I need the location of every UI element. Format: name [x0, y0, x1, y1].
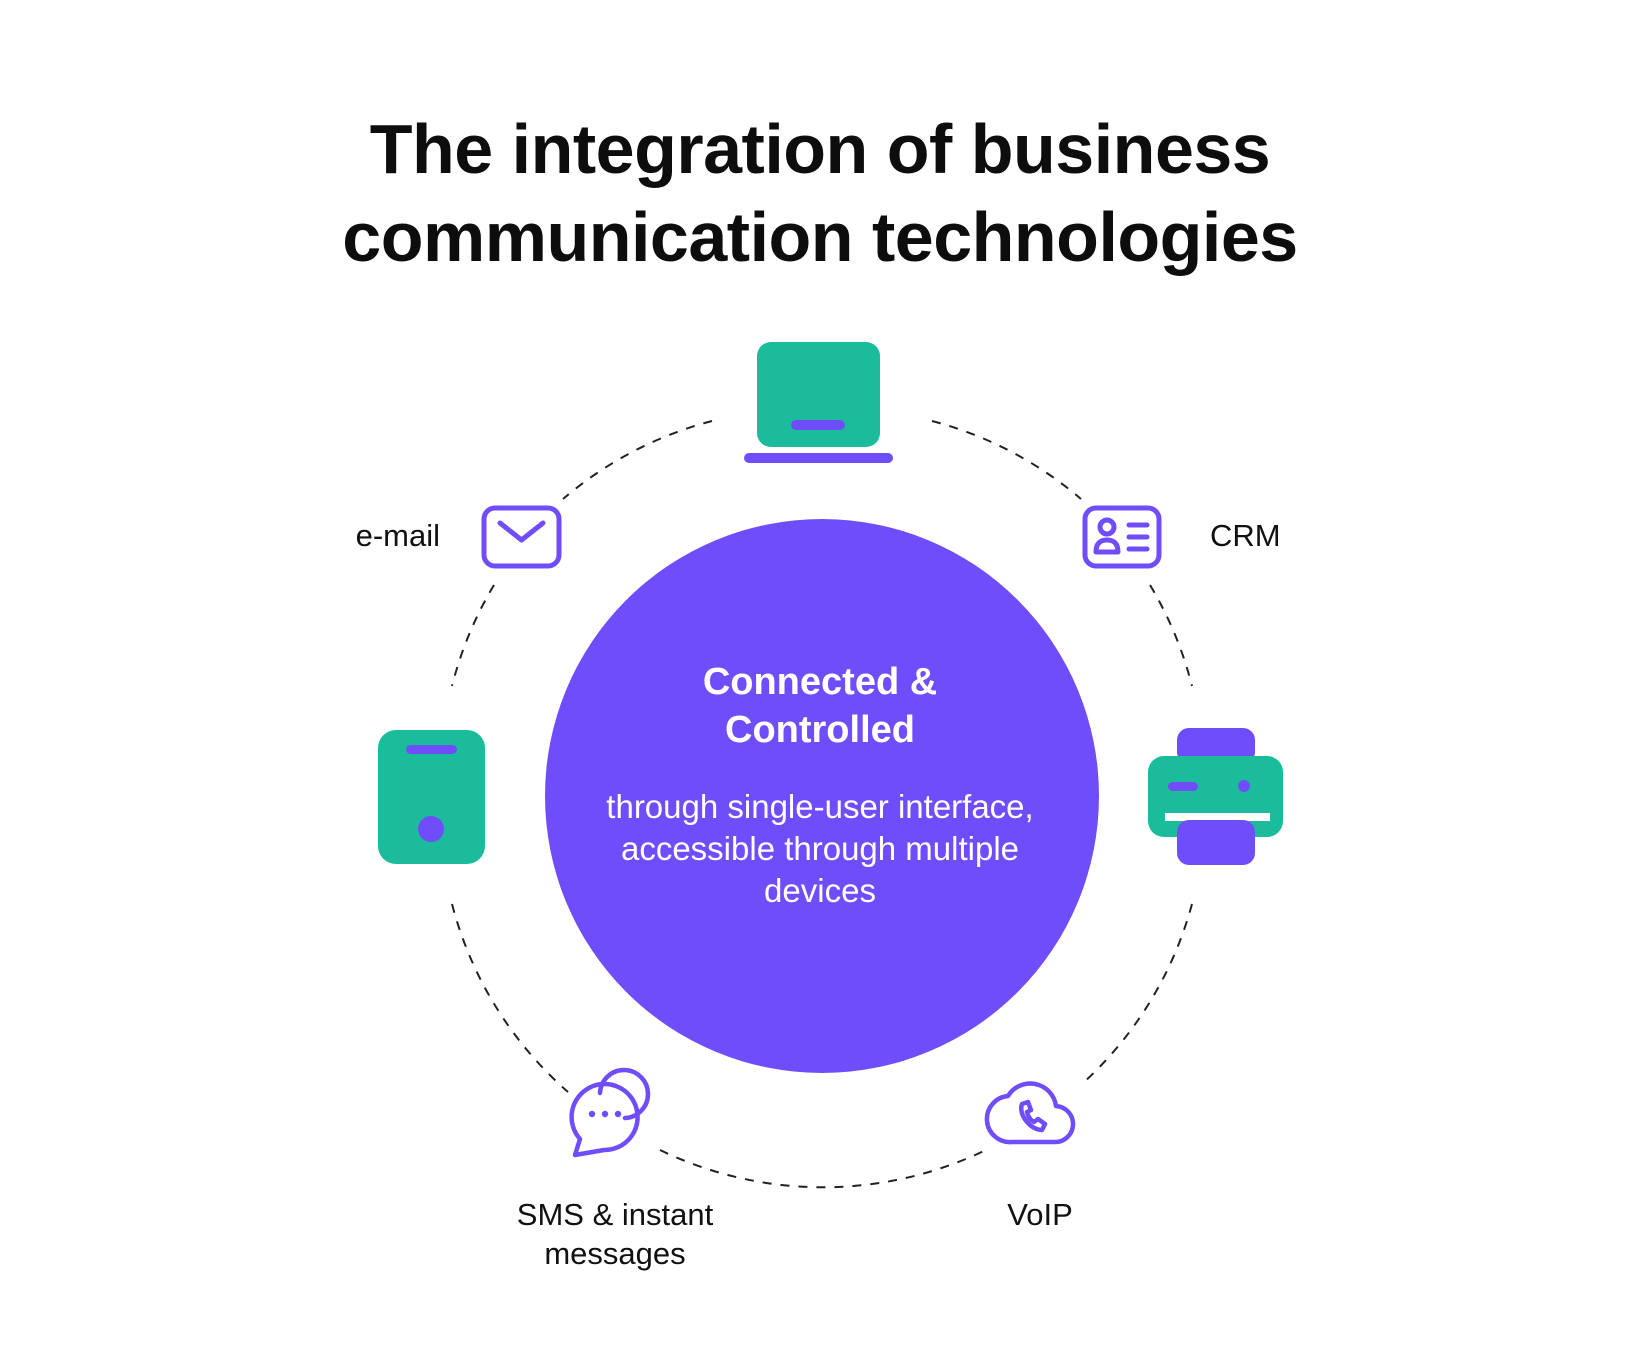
page-title: The integration of business communicatio… — [0, 105, 1640, 281]
label-email: e-mail — [355, 518, 440, 553]
center-heading-line-1: Connected & — [702, 661, 938, 703]
title-line-2: communication technologies — [342, 198, 1298, 276]
chat-dots — [588, 1110, 622, 1118]
title-line-1: The integration of business — [369, 110, 1271, 188]
cloud-phone-icon — [984, 1081, 1076, 1145]
fax-printer-icon — [1148, 728, 1283, 865]
center-heading: Connected & Controlled — [560, 658, 1080, 754]
mail-icon — [481, 505, 562, 569]
label-sms-line-2: messages — [544, 1236, 686, 1271]
center-body-text: through single-user interface, accessibl… — [606, 788, 1034, 909]
orbit-ring — [451, 420, 1193, 1189]
contact-card-icon — [1082, 505, 1162, 569]
laptop-icon — [744, 342, 893, 463]
label-sms: SMS & instant messages — [470, 1195, 760, 1273]
tablet-icon — [378, 730, 485, 864]
chat-bubbles-icon — [569, 1067, 651, 1158]
label-crm: CRM — [1210, 518, 1281, 553]
center-heading-line-2: Controlled — [725, 709, 915, 751]
center-circle — [545, 519, 1099, 1073]
label-sms-line-1: SMS & instant — [516, 1197, 714, 1232]
label-voip: VoIP — [1007, 1197, 1073, 1232]
